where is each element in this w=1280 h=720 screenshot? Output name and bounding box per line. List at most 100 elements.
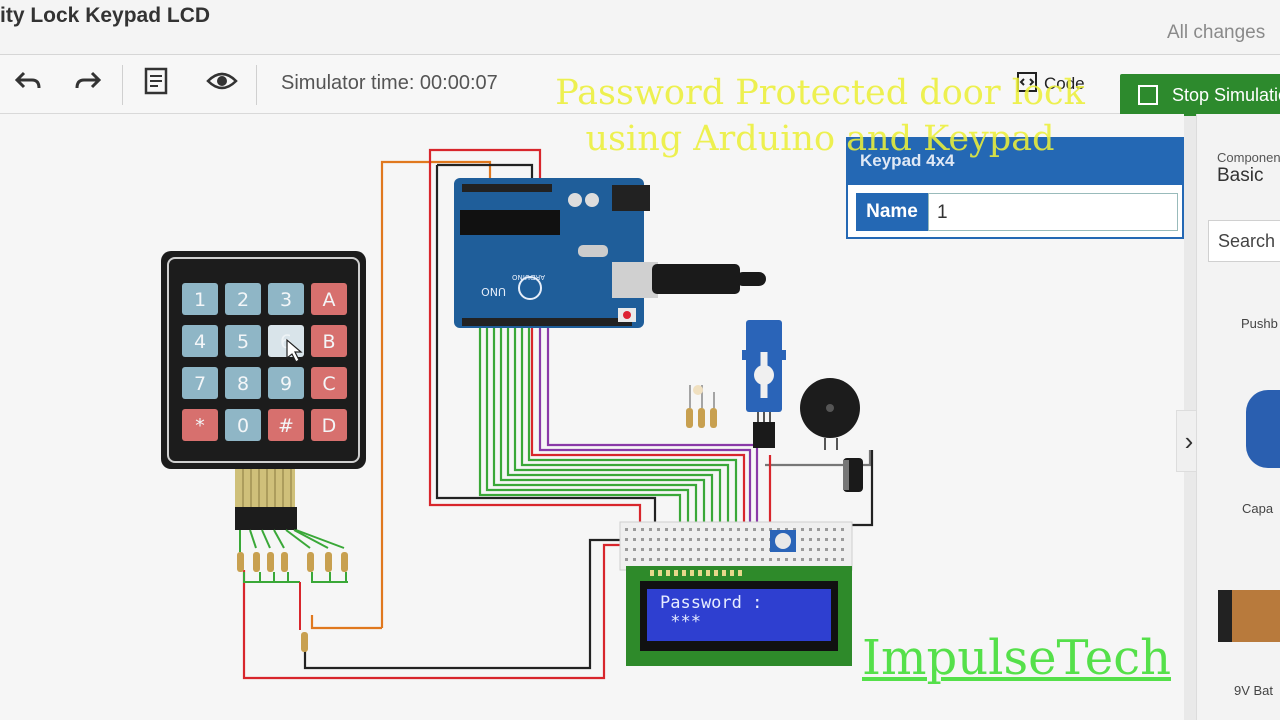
lcd-line-1: Password : [660,593,763,613]
code-icon [1016,71,1038,98]
keypad-key-4[interactable]: 4 [182,325,218,357]
toolbar-divider [122,65,123,105]
wire-gray [765,450,872,467]
keypad-key-#[interactable]: # [268,409,304,441]
notes-icon [143,67,169,102]
battery-thumbnail-icon [1218,590,1280,642]
keypad-key-A[interactable]: A [311,283,347,315]
lcd-screen-text: Password : *** [660,594,762,632]
lcd-16x2-display [626,566,852,666]
keypad-key-D[interactable]: D [311,409,347,441]
channel-watermark: ImpulseTech [862,630,1171,686]
component-item-9v-battery[interactable]: 9V Bat [1234,683,1274,698]
stop-simulation-label: Stop Simulatio [1172,84,1280,105]
keypad-key-label: 2 [237,289,249,311]
overlay-title-line-2: using Arduino and Keypad [585,119,1055,159]
wire-green [527,325,738,545]
capacitor [843,458,863,492]
wire-green [492,325,698,545]
keypad-key-7[interactable]: 7 [182,367,218,399]
toolbar: Simulator time: 00:00:07 Code Stop Simul… [0,55,1280,116]
undo-button[interactable] [0,55,56,113]
chevron-right-icon: › [1184,425,1194,456]
keypad-key-2[interactable]: 2 [225,283,261,315]
led-resistor-group [686,385,717,428]
keypad-key-label: C [322,373,335,395]
keypad-key-9[interactable]: 9 [268,367,304,399]
title-bar: ity Lock Keypad LCD All changes [0,0,1280,55]
project-title[interactable]: ity Lock Keypad LCD [0,4,211,27]
components-heading: Componen [1217,150,1280,165]
keypad-key-1[interactable]: 1 [182,283,218,315]
keypad-key-label: D [322,415,337,437]
video-overlay-title: Password Protected door lock using Arduin… [540,70,1100,162]
wire-purple [538,325,752,545]
components-search-input[interactable]: Search [1208,220,1280,262]
stop-simulation-button[interactable]: Stop Simulatio [1120,74,1280,116]
keypad-key-label: 8 [237,373,249,395]
keypad-key-label: 5 [237,331,249,353]
name-field-label: Name [856,193,928,231]
wire-green [513,325,722,545]
keypad-key-C[interactable]: C [311,367,347,399]
wire-green [506,325,714,545]
undo-arrow-icon [14,69,42,100]
keypad-resistors [237,529,348,652]
eye-icon [206,69,238,100]
capacitor-thumbnail-icon [1246,390,1280,468]
component-item-capacitor[interactable]: Capa [1242,501,1274,516]
lcd-line-2: *** [660,612,701,632]
wire-green [485,325,690,545]
keypad-key-*[interactable]: * [182,409,218,441]
arduino-model-label: UNO [481,285,506,298]
component-item-pushbutton[interactable]: Pushb [1241,316,1278,331]
servo-motor[interactable] [742,320,786,448]
visibility-button[interactable] [194,55,250,113]
wire-red [530,325,746,545]
wire-black [850,450,874,527]
code-button[interactable]: Code [1016,69,1085,99]
wire-green [478,325,682,545]
keypad-key-label: 3 [280,289,292,311]
keypad-key-label: B [322,331,335,353]
keypad-key-0[interactable]: 0 [225,409,261,441]
keypad-key-label: 0 [237,415,249,437]
wire-purple [546,325,759,545]
redo-button[interactable] [60,55,116,113]
keypad-key-label: 9 [280,373,292,395]
breadboard [619,521,853,571]
component-properties-panel: Keypad 4x4 Name 1 [846,137,1184,239]
keypad-key-5[interactable]: 5 [225,325,261,357]
keypad-key-label: A [323,289,336,311]
wire-orange [310,615,382,630]
redo-arrow-icon [74,69,102,100]
keypad-key-B[interactable]: B [311,325,347,357]
wire-green [520,325,730,545]
overlay-title-line-1: Password Protected door lock [555,73,1085,113]
wire-orange [380,160,492,628]
keypad-key-label: 4 [194,331,206,353]
simulator-time: Simulator time: 00:00:07 [281,72,498,94]
wire-red [428,148,542,192]
wire-black [303,538,650,670]
name-field-input[interactable]: 1 [928,193,1178,231]
piezo-buzzer[interactable] [800,378,860,450]
keypad-key-label: 7 [194,373,206,395]
keypad-key-label: # [278,415,294,437]
keypad-key-3[interactable]: 3 [268,283,304,315]
potentiometer[interactable] [770,530,796,552]
code-label: Code [1044,74,1085,93]
components-filter-select[interactable]: Basic [1217,165,1264,186]
usb-plug [652,264,766,294]
wire-green [499,325,706,545]
notes-button[interactable] [128,55,184,113]
keypad-key-8[interactable]: 8 [225,367,261,399]
keypad-key-label: * [195,415,205,437]
properties-component-title: Keypad 4x4 [848,139,1182,185]
toolbar-divider [256,65,257,105]
arduino-uno-board[interactable]: UNO ARDUINO [454,178,658,328]
